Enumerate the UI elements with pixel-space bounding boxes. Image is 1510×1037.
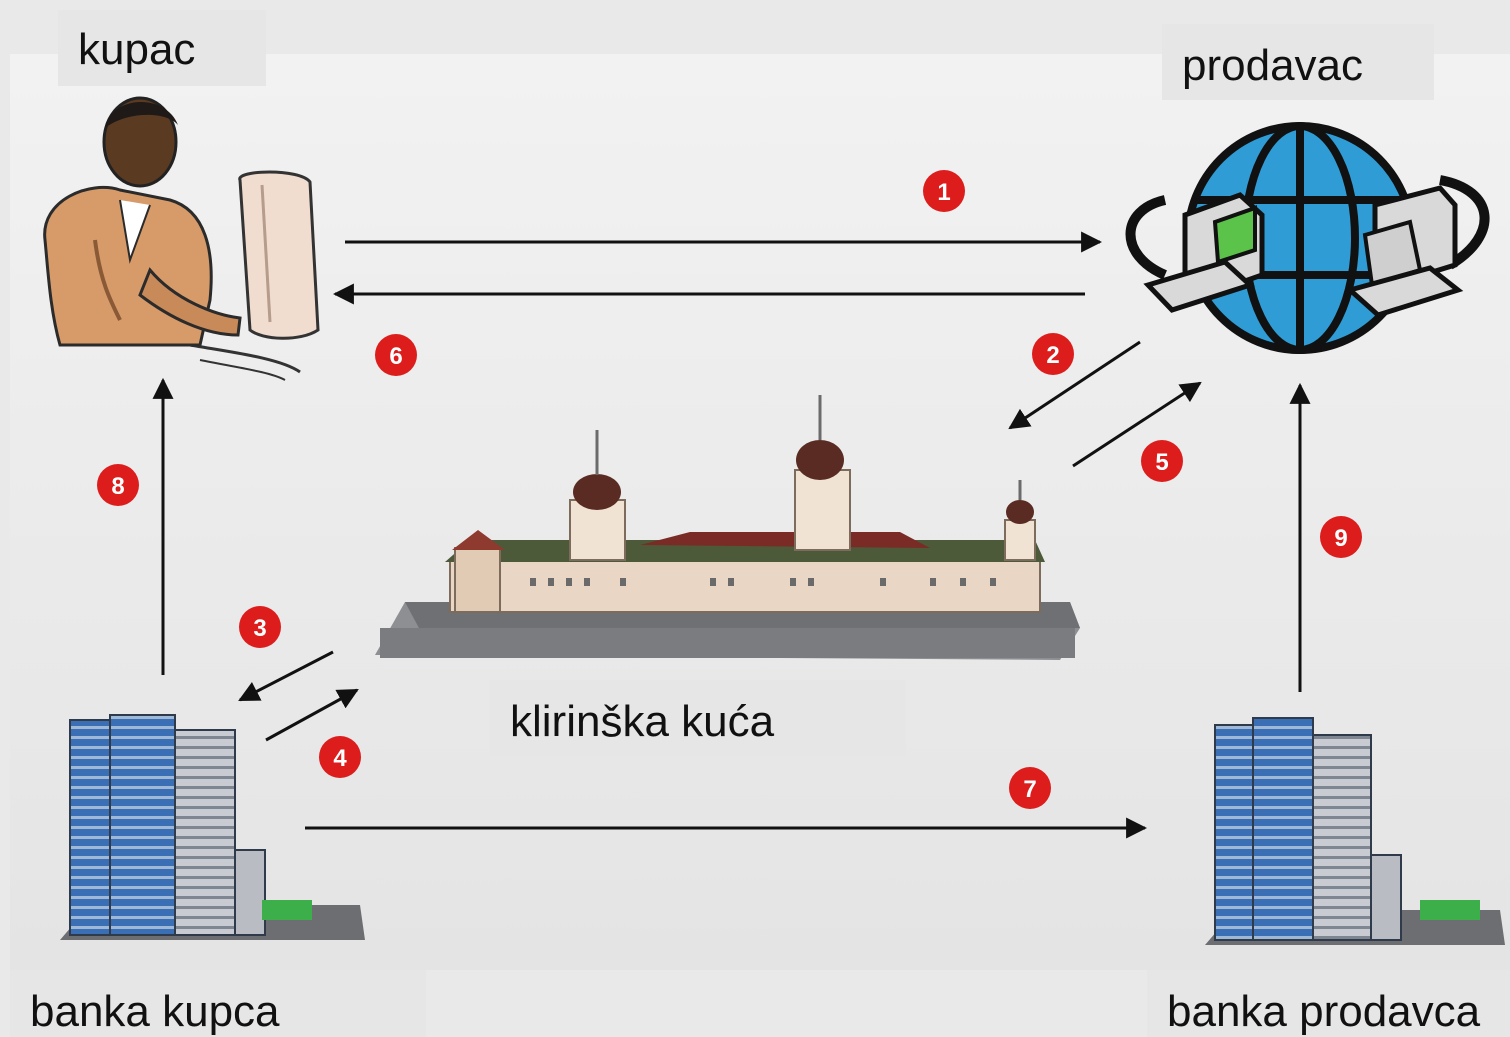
svg-text:2: 2 — [1046, 342, 1059, 369]
step-badge-1: 1 — [923, 170, 965, 212]
seller-bank-icon — [1205, 717, 1505, 945]
step-badge-2: 2 — [1032, 333, 1074, 375]
clearing-house-icon — [375, 395, 1080, 660]
step-badge-3: 3 — [239, 606, 281, 648]
buyer-bank-icon — [60, 714, 365, 940]
step-badge-8: 8 — [97, 464, 139, 506]
step-badges: 1 2 3 4 5 6 7 8 — [97, 170, 1362, 809]
svg-text:7: 7 — [1023, 776, 1036, 803]
step-badge-7: 7 — [1009, 767, 1051, 809]
arrow-4 — [265, 688, 359, 742]
arrow-2 — [1008, 340, 1141, 430]
svg-text:4: 4 — [333, 745, 347, 772]
step-badge-9: 9 — [1320, 516, 1362, 558]
svg-text:9: 9 — [1334, 525, 1347, 552]
svg-text:6: 6 — [389, 343, 402, 370]
seller-label: prodavac — [1162, 24, 1434, 100]
buyer-label: kupac — [58, 10, 266, 86]
seller-bank-label: banka prodavca — [1147, 970, 1510, 1037]
arrow-3 — [238, 650, 334, 702]
step-badge-5: 5 — [1141, 440, 1183, 482]
seller-globe-icon — [1125, 122, 1490, 354]
svg-text:8: 8 — [111, 473, 124, 500]
buyer-icon — [43, 96, 320, 381]
clearing-house-label: klirinška kuća — [490, 680, 906, 756]
buyer-bank-label: banka kupca — [10, 970, 426, 1037]
svg-text:3: 3 — [253, 615, 266, 642]
svg-text:5: 5 — [1155, 449, 1168, 476]
svg-text:1: 1 — [937, 179, 950, 206]
arrow-5 — [1072, 381, 1202, 468]
step-badge-4: 4 — [319, 736, 361, 778]
flow-arrows — [152, 231, 1311, 839]
step-badge-6: 6 — [375, 334, 417, 376]
